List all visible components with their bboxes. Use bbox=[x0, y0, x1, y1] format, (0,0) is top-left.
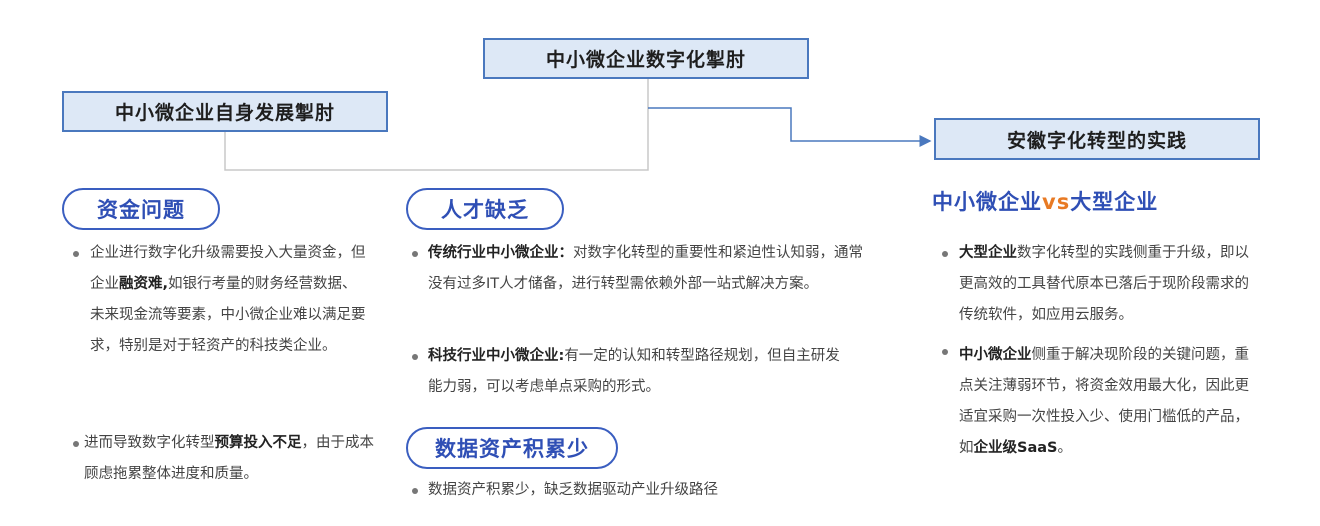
talent-bullet-2: 科技行业中小微企业:有一定的认知和转型路径规划，但自主研发能力弱，可以考虑单点采… bbox=[428, 341, 843, 403]
comparison-title-a: 中小微企业 bbox=[932, 190, 1042, 214]
header-right-label: 安徽字化转型的实践 bbox=[1006, 129, 1187, 152]
comparison-b2-bold-saas: 企业级SaaS bbox=[973, 440, 1058, 456]
bullet-dot bbox=[412, 488, 418, 494]
header-top-label: 中小微企业数字化掣肘 bbox=[545, 49, 746, 71]
comparison-b1-text: 数字化转型的实践侧重于升级，即以更高效的工具替代原本已落后于现阶段需求的传统软件… bbox=[959, 245, 1249, 323]
talent-b2-bold: 科技行业中小微企业: bbox=[428, 348, 565, 364]
comparison-b2-bold: 中小微企业 bbox=[959, 347, 1032, 363]
comparison-title-b: 大型企业 bbox=[1070, 190, 1159, 214]
funding-b2-text: 进而导致数字化转型 bbox=[84, 435, 215, 451]
funding-bullet-1: 企业进行数字化升级需要投入大量资金，但企业融资难,如银行考量的财务经营数据、未来… bbox=[90, 238, 370, 362]
pill-funding: 资金问题 bbox=[62, 188, 220, 230]
bullet-dot bbox=[412, 354, 418, 360]
talent-b1-text: 对数字化转型的重要性和紧迫性认知弱，通常没有过多IT人才储备，进行转型需依赖外部… bbox=[428, 245, 863, 292]
comparison-b2-text: 侧重于解决现阶段的关键问题，重点关注薄弱环节，将资金效用最大化，因此更适宜采购一… bbox=[959, 347, 1249, 456]
funding-b2-text-end: ，由于成本顾虑拖累整体进度和质量。 bbox=[84, 435, 374, 482]
talent-b2-text: 有一定的认知和转型路径规划，但自主研发能力弱，可以考虑单点采购的形式。 bbox=[428, 348, 840, 395]
comparison-b1-bold: 大型企业 bbox=[959, 245, 1017, 261]
bullet-dot bbox=[73, 251, 79, 257]
comparison-bullet-1: 大型企业数字化转型的实践侧重于升级，即以更高效的工具替代原本已落后于现阶段需求的… bbox=[959, 238, 1259, 331]
data-bullet-1: 数据资产积累少，缺乏数据驱动产业升级路径 bbox=[428, 475, 848, 506]
pill-talent: 人才缺乏 bbox=[406, 188, 564, 230]
pill-data-assets: 数据资产积累少 bbox=[406, 427, 618, 469]
data-b1-text: 数据资产积累少，缺乏数据驱动产业升级路径 bbox=[428, 482, 718, 498]
comparison-title-vs: vs bbox=[1042, 190, 1071, 214]
funding-b1-text-end: 如银行考量的财务经营数据、未来现金流等要素，中小微企业难以满足要求，特别是对于轻… bbox=[90, 276, 366, 354]
header-digital-constraints: 中小微企业数字化掣肘 bbox=[483, 38, 809, 79]
funding-b1-text: 企业进行数字化升级需要投入大量资金，但企业 bbox=[90, 245, 366, 292]
talent-bullet-1: 传统行业中小微企业：对数字化转型的重要性和紧迫性认知弱，通常没有过多IT人才储备… bbox=[428, 238, 868, 300]
talent-b1-bold: 传统行业中小微企业： bbox=[428, 245, 573, 261]
comparison-bullet-2: 中小微企业侧重于解决现阶段的关键问题，重点关注薄弱环节，将资金效用最大化，因此更… bbox=[959, 340, 1259, 464]
connector-left bbox=[224, 79, 649, 171]
comparison-title: 中小微企业vs大型企业 bbox=[932, 186, 1158, 216]
header-self-development-constraints: 中小微企业自身发展掣肘 bbox=[62, 91, 388, 132]
header-left-label: 中小微企业自身发展掣肘 bbox=[114, 102, 335, 124]
pill-data-label: 数据资产积累少 bbox=[435, 437, 589, 461]
funding-b2-bold: 预算投入不足 bbox=[214, 435, 302, 451]
bullet-dot bbox=[412, 251, 418, 257]
bullet-dot bbox=[942, 251, 948, 257]
header-anhui-practice: 安徽字化转型的实践 bbox=[934, 118, 1260, 160]
comparison-b2-text-end: 。 bbox=[1057, 440, 1072, 456]
pill-talent-label: 人才缺乏 bbox=[441, 198, 529, 222]
bullet-dot bbox=[942, 349, 948, 355]
connector-right-arrow bbox=[648, 107, 932, 147]
bullet-dot bbox=[73, 441, 79, 447]
pill-funding-label: 资金问题 bbox=[97, 198, 185, 222]
funding-bullet-2: 进而导致数字化转型预算投入不足，由于成本顾虑拖累整体进度和质量。 bbox=[84, 428, 374, 490]
funding-b1-bold: 融资难, bbox=[119, 276, 169, 292]
